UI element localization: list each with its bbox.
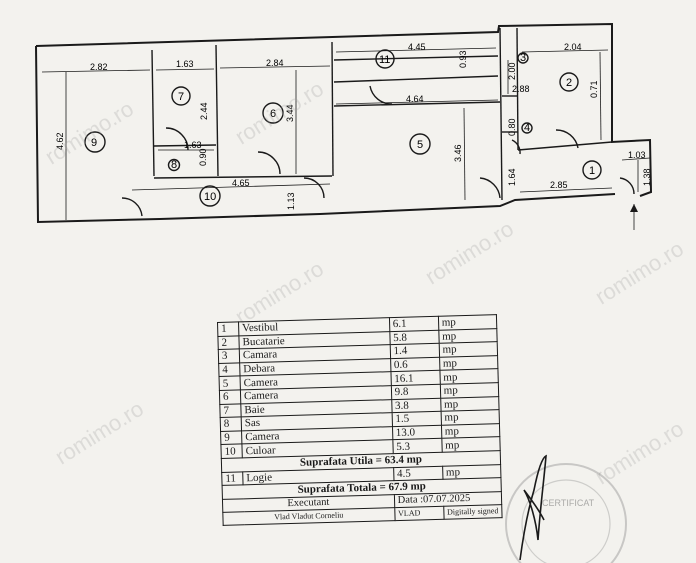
- dim-label: 1.63: [184, 140, 202, 150]
- stamp-text: CERTIFICAT: [542, 498, 595, 508]
- table-cell: 1.5: [391, 411, 442, 427]
- dim-label: 2.84: [266, 58, 284, 68]
- table-cell: 6.1: [389, 316, 439, 332]
- dim-label: 0.71: [589, 80, 599, 98]
- room-label-8: 8: [171, 159, 177, 171]
- table-cell: 6: [219, 389, 241, 405]
- watermark: romimo.ro: [50, 395, 148, 470]
- room-label-11: 11: [379, 54, 390, 66]
- room-label-9: 9: [91, 137, 97, 149]
- room-label-7: 7: [178, 91, 184, 103]
- dim-label: 4.64: [406, 94, 424, 104]
- room-label-1: 1: [589, 165, 595, 177]
- dim-label: 2.85: [550, 180, 568, 190]
- dim-label: 2.82: [90, 62, 108, 72]
- dim-label: 1.64: [507, 168, 517, 186]
- dim-label: 2.88: [512, 84, 530, 94]
- table-cell: 2: [217, 335, 240, 350]
- room-label-4: 4: [524, 122, 530, 134]
- room-label-5: 5: [417, 139, 423, 151]
- table-cell: 3.8: [391, 397, 441, 413]
- signature-short: VLAD: [394, 506, 444, 521]
- room-label-2: 2: [566, 77, 572, 89]
- dim-label: 0.90: [198, 148, 208, 166]
- table-cell: 5.3: [392, 438, 442, 454]
- table-cell: 11: [221, 471, 244, 486]
- table-cell: 5.8: [389, 329, 439, 345]
- dim-label: 4.62: [55, 132, 65, 150]
- table-cell: 13.0: [392, 425, 442, 440]
- table-cell: 10: [220, 444, 243, 459]
- floor-plan-drawing: 9 7 6 8 10 5 11 2 3 4 1 2.82 1.63 2.84 4…: [35, 22, 653, 230]
- table-cell: 7: [219, 403, 242, 418]
- dim-label: 2.44: [199, 102, 209, 120]
- table-cell: 1: [217, 321, 239, 337]
- table-cell: 4: [218, 362, 241, 377]
- room-label-10: 10: [204, 191, 216, 203]
- dim-label: 1.03: [628, 150, 646, 160]
- table-cell: 9: [220, 430, 242, 445]
- dim-label: 1.38: [642, 168, 652, 186]
- digital-sign-note: Digitally signed: [443, 504, 503, 520]
- table-cell: 4.5: [393, 465, 443, 481]
- table-cell: 0.6: [390, 357, 440, 373]
- table-cell: 9.8: [391, 384, 441, 400]
- table-cell: 16.1: [390, 370, 440, 386]
- dim-label: 2.00: [507, 62, 517, 80]
- floor-plan: 9 7 6 8 10 5 11 2 3 4 1 2.82 1.63 2.84 4…: [0, 0, 696, 250]
- dim-label: 4.45: [408, 42, 426, 52]
- table-cell: 5: [219, 376, 241, 391]
- dim-label: 4.65: [232, 178, 250, 188]
- dim-label: 0.93: [458, 50, 468, 68]
- room-label-6: 6: [270, 108, 276, 120]
- signature: [519, 454, 547, 561]
- dim-label: 3.44: [285, 104, 295, 122]
- dim-label: 1.13: [286, 192, 296, 210]
- dim-label: 3.46: [453, 144, 463, 162]
- table-cell: 8: [220, 417, 242, 432]
- dim-label: 1.63: [176, 59, 194, 69]
- dim-label: 2.04: [564, 42, 582, 52]
- table-cell: 3: [218, 349, 240, 364]
- room-label-3: 3: [520, 52, 526, 64]
- table-cell: 1.4: [389, 343, 440, 359]
- certification-stamp: CERTIFICAT: [505, 463, 627, 563]
- dim-label: 0.80: [507, 118, 517, 136]
